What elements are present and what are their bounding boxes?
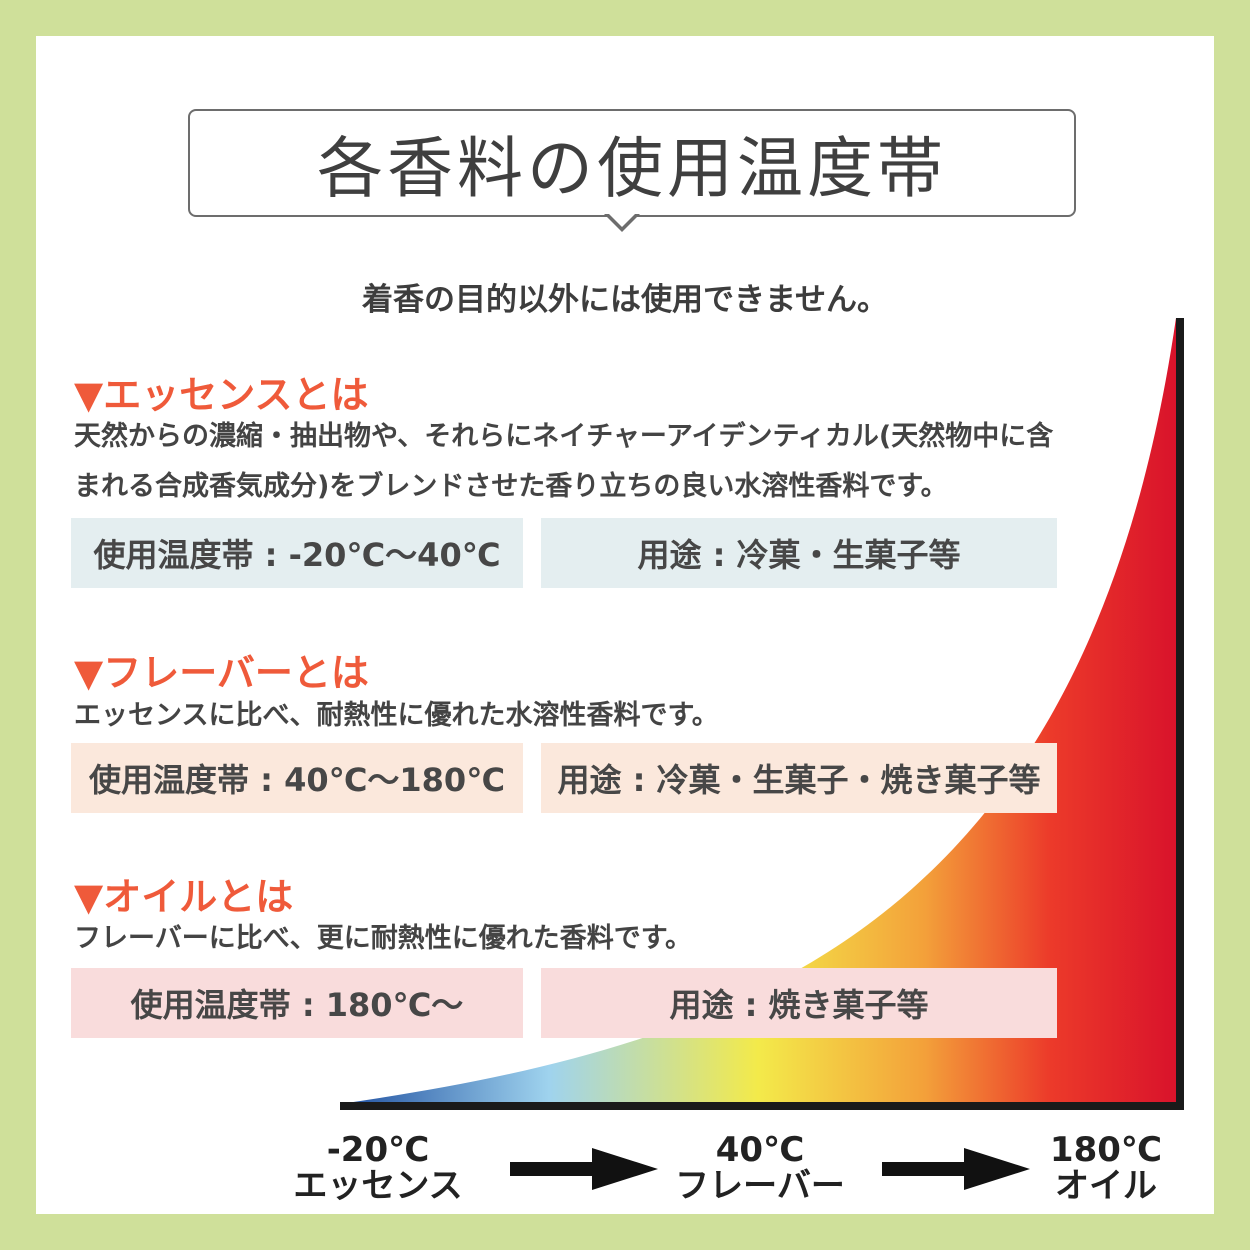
- title-bubble: 各香料の使用温度帯: [188, 109, 1076, 217]
- oil-usage-box: 用途 : 焼き菓子等: [541, 968, 1057, 1038]
- temperature-curve-graph: [340, 318, 1184, 1190]
- essence-temp-box: 使用温度帯 : -20℃〜40℃: [71, 518, 523, 588]
- axis-name-flavor: フレーバー: [675, 1166, 845, 1206]
- flavor-temp-box: 使用温度帯 : 40℃〜180℃: [71, 743, 523, 813]
- flavor-temp: 使用温度帯 : 40℃〜180℃: [89, 761, 505, 799]
- axis-temp-flavor: 40℃: [715, 1130, 805, 1170]
- flavor-description: エッセンスに比べ、耐熱性に優れた水溶性香料です。: [74, 700, 719, 731]
- flavor-usage: 用途 : 冷菓・生菓子・焼き菓子等: [557, 761, 1041, 799]
- axis-name-essence: エッセンス: [293, 1166, 463, 1206]
- oil-temp-box: 使用温度帯 : 180℃〜: [71, 968, 523, 1038]
- subtitle: 着香の目的以外には使用できません。: [361, 282, 889, 318]
- essence-temp: 使用温度帯 : -20℃〜40℃: [93, 536, 501, 574]
- axis-name-oil: オイル: [1055, 1166, 1157, 1206]
- page-title: 各香料の使用温度帯: [317, 130, 947, 207]
- speech-tail-icon: [604, 212, 640, 232]
- axis-label-oil: 180℃ オイル: [986, 1132, 1226, 1204]
- arrow-right-icon: [510, 1148, 658, 1190]
- axis-label-essence: -20℃ エッセンス: [258, 1132, 498, 1204]
- axis-temp-oil: 180℃: [1049, 1130, 1163, 1170]
- gradient-area: [340, 318, 1176, 1104]
- axis-label-flavor: 40℃ フレーバー: [640, 1132, 880, 1204]
- arrow-right-icon: [882, 1148, 1030, 1190]
- essence-heading: ▼エッセンスとは: [74, 373, 369, 417]
- oil-usage: 用途 : 焼き菓子等: [669, 986, 929, 1024]
- axis-temp-essence: -20℃: [326, 1130, 430, 1170]
- oil-temp: 使用温度帯 : 180℃〜: [130, 986, 464, 1024]
- content-panel: 各香料の使用温度帯 着香の目的以外には使用できません。 ▼エッセンスとは 天然か…: [36, 36, 1214, 1214]
- essence-description: 天然からの濃縮・抽出物や、それらにネイチャーアイデンティカル(天然物中に含まれる…: [74, 421, 1054, 502]
- flavor-usage-box: 用途 : 冷菓・生菓子・焼き菓子等: [541, 743, 1057, 813]
- oil-description: フレーバーに比べ、更に耐熱性に優れた香料です。: [74, 923, 693, 954]
- oil-heading: ▼オイルとは: [74, 875, 294, 919]
- flavor-heading: ▼フレーバーとは: [74, 651, 369, 695]
- essence-usage-box: 用途 : 冷菓・生菓子等: [541, 518, 1057, 588]
- essence-usage: 用途 : 冷菓・生菓子等: [637, 536, 961, 574]
